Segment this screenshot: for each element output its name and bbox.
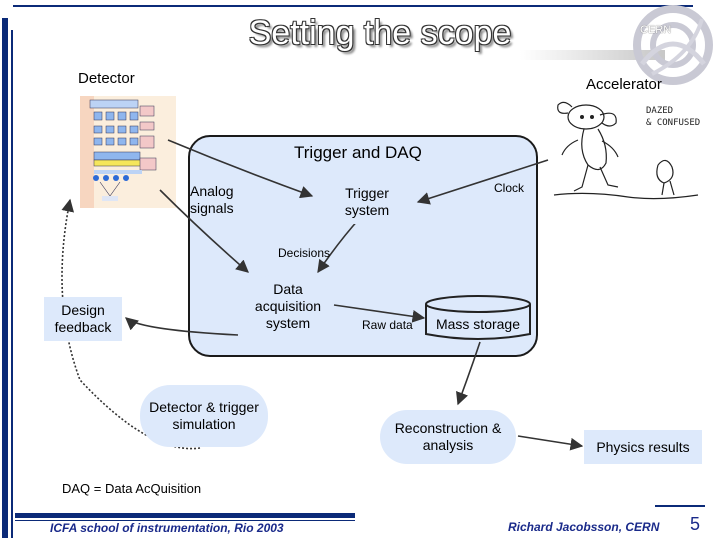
svg-text:DAZED: DAZED bbox=[646, 106, 673, 116]
accelerator-label: Accelerator bbox=[586, 76, 662, 93]
footer-event: ICFA school of instrumentation, Rio 2003 bbox=[50, 521, 284, 535]
bottom-frame-bar bbox=[15, 513, 355, 518]
data-acquisition-node: Data acquisition system bbox=[244, 275, 332, 337]
arrow-analog-to-trigger bbox=[167, 139, 314, 199]
top-frame-line bbox=[13, 5, 693, 7]
title-underline-bar bbox=[520, 50, 665, 60]
page-number: 5 bbox=[690, 514, 701, 534]
arrow-reconstruction-to-physics bbox=[517, 435, 584, 451]
detector-label: Detector bbox=[78, 70, 135, 87]
arrow-analog-to-daq bbox=[159, 189, 249, 273]
arrow-daq-to-feedback bbox=[125, 317, 239, 336]
daq-acronym-note: DAQ = Data AcQuisition bbox=[62, 481, 202, 496]
trigger-daq-title: Trigger and DAQ bbox=[294, 143, 422, 162]
footer-author: Richard Jacobsson, CERN bbox=[508, 520, 660, 534]
reconstruction-node: Reconstruction & analysis bbox=[380, 410, 516, 464]
cern-logo-text: CERN bbox=[640, 24, 672, 36]
page-number-rule bbox=[655, 505, 705, 507]
decisions-label: Decisions bbox=[278, 246, 331, 260]
bottom-frame-line bbox=[15, 520, 355, 521]
mass-storage-label: Mass storage bbox=[435, 316, 521, 332]
svg-text:& CONFUSED: & CONFUSED bbox=[646, 118, 700, 128]
left-frame-bar bbox=[2, 18, 8, 538]
detector-schematic-image bbox=[80, 96, 176, 208]
design-feedback-node: Design feedback bbox=[44, 297, 122, 341]
clock-label: Clock bbox=[494, 181, 525, 195]
trigger-system-node: Trigger system bbox=[322, 180, 412, 224]
dazed-and-confused-sketch-image: DAZED & CONFUSED bbox=[553, 101, 700, 200]
page-title: Setting the scope bbox=[248, 14, 512, 52]
left-frame-line bbox=[11, 30, 13, 538]
analog-signals-label: Analog signals bbox=[190, 183, 234, 216]
cern-logo bbox=[633, 5, 713, 85]
arrow-storage-to-reconstruction bbox=[456, 341, 481, 406]
arrow-clock bbox=[416, 159, 549, 205]
physics-results-node: Physics results bbox=[584, 430, 702, 464]
simulation-node: Detector & trigger simulation bbox=[140, 385, 268, 447]
mass-storage-cylinder bbox=[425, 295, 531, 340]
raw-data-label: Raw data bbox=[362, 318, 413, 332]
arrow-raw-data bbox=[333, 304, 426, 323]
arrow-decisions bbox=[317, 217, 361, 274]
